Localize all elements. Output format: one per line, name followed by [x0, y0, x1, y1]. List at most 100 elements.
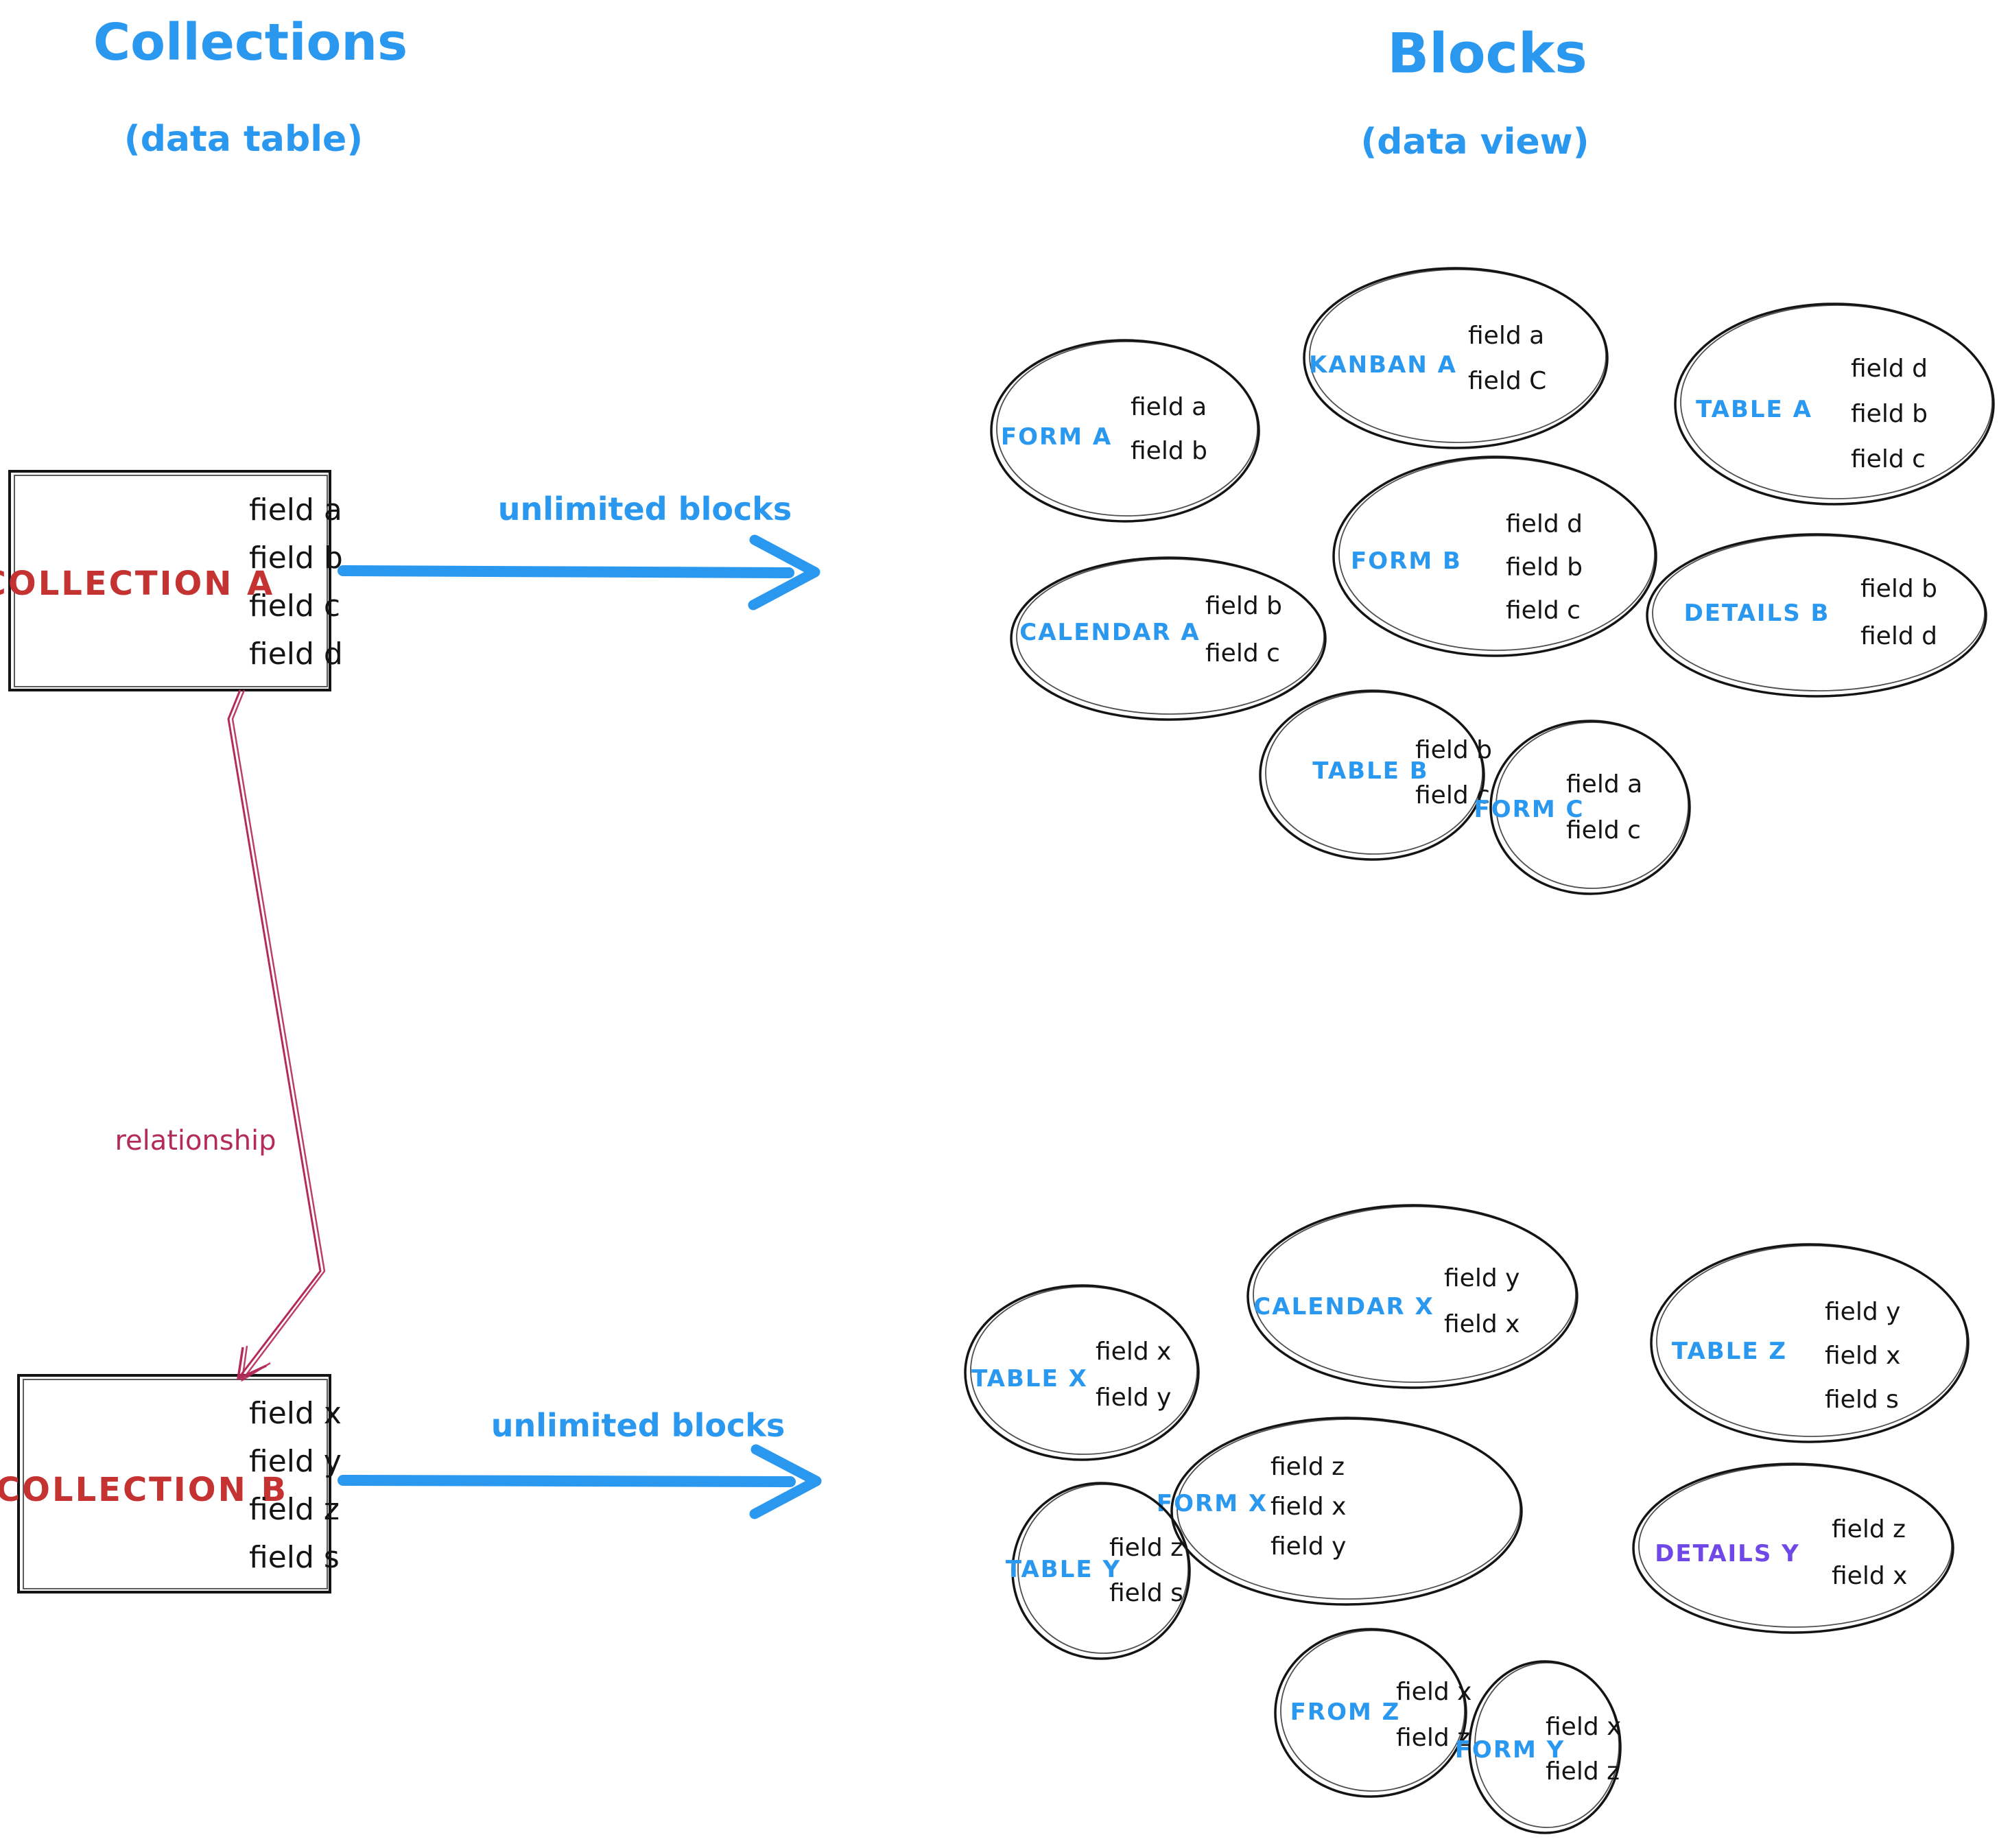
block-form-a[interactable]: FORM A field a field b	[988, 337, 1262, 525]
block-field: field s	[1109, 1579, 1183, 1607]
block-label: FORM X	[1156, 1490, 1268, 1517]
ellipse-outline	[1646, 533, 1987, 698]
block-label: FORM Y	[1454, 1736, 1565, 1764]
collection-b-name: COLLECTION B	[0, 1471, 289, 1509]
left-column-subtitle: (data table)	[123, 119, 364, 160]
block-field: field s	[1825, 1386, 1899, 1414]
left-column-title: Collections	[93, 13, 408, 72]
block-table-x[interactable]: TABLE X field x field y	[962, 1282, 1202, 1463]
block-fields: field d field b field c	[1506, 503, 1583, 632]
arrow-head	[748, 534, 820, 611]
block-field: field x	[1832, 1562, 1908, 1590]
block-label: FROM Z	[1290, 1698, 1401, 1726]
block-calendar-a[interactable]: CALENDAR A field b field c	[1008, 554, 1329, 723]
collection-field: field y	[249, 1444, 342, 1479]
ellipse-outline	[1674, 303, 1995, 506]
block-field: field y	[1270, 1532, 1347, 1561]
block-table-a[interactable]: TABLE A field d field b field c	[1672, 300, 1997, 508]
block-field: field x	[1444, 1310, 1520, 1338]
block-kanban-a[interactable]: KANBAN A field a field C	[1301, 265, 1611, 451]
rect-outline	[8, 470, 331, 691]
block-details-b[interactable]: DETAILS B field b field d	[1644, 531, 1989, 700]
block-fields: field a field c	[1566, 761, 1642, 853]
ellipse-outline	[1011, 1482, 1191, 1660]
block-fields: field b field c	[1415, 728, 1492, 818]
block-label: FORM C	[1474, 796, 1585, 823]
block-table-z[interactable]: TABLE Z field y field x field s	[1648, 1241, 1972, 1445]
block-field: field b	[1131, 437, 1207, 465]
ellipse-outline	[990, 339, 1260, 523]
collection-a-fields: field a field b field c field d	[249, 486, 343, 678]
unlimited-blocks-label-a: unlimited blocks	[497, 490, 792, 528]
collection-a-name: COLLECTION A	[0, 565, 275, 603]
block-fields: field a field C	[1468, 313, 1546, 404]
collection-field: field c	[249, 589, 341, 624]
block-table-y[interactable]: TABLE Y field z field s	[1006, 1480, 1193, 1662]
block-table-b[interactable]: TABLE B field b field c	[1257, 687, 1492, 863]
ellipse-outline	[1274, 1628, 1467, 1798]
block-field: field z	[1109, 1534, 1184, 1562]
block-field: field b	[1506, 553, 1583, 582]
block-fields: field d field b field c	[1851, 346, 1928, 482]
collection-b-box[interactable]	[17, 1374, 331, 1594]
collection-field: field b	[249, 541, 343, 576]
block-form-y[interactable]: FORM Y field x field z	[1455, 1658, 1624, 1836]
block-label: FORM B	[1351, 547, 1462, 575]
block-field: field a	[1468, 322, 1545, 350]
block-form-x[interactable]: FORM X field z field x field y	[1157, 1414, 1525, 1608]
block-field: field z	[1546, 1757, 1620, 1786]
block-field: field y	[1096, 1384, 1172, 1412]
arrow-shaft	[227, 689, 322, 1379]
block-fields: field x field z	[1396, 1669, 1471, 1761]
block-label: KANBAN A	[1309, 351, 1457, 379]
block-label: TABLE B	[1312, 757, 1429, 785]
block-field: field z	[1832, 1515, 1906, 1543]
block-form-c[interactable]: FORM C field a field c	[1474, 718, 1693, 897]
block-field: field d	[1860, 622, 1937, 650]
relationship-label: relationship	[115, 1125, 276, 1157]
arrow-shaft	[338, 565, 794, 578]
unlimited-blocks-arrow-a[interactable]	[338, 534, 820, 611]
unlimited-blocks-arrow-b[interactable]	[338, 1444, 822, 1519]
ellipse-outline	[1332, 455, 1657, 657]
block-fields: field x field z	[1546, 1705, 1621, 1794]
ellipse-outline	[1303, 267, 1609, 449]
collection-b-fields: field x field y field z field s	[249, 1390, 342, 1582]
block-field: field y	[1825, 1298, 1901, 1326]
block-details-y[interactable]: DETAILS Y field z field x	[1630, 1460, 1956, 1636]
block-label: TABLE Z	[1671, 1338, 1788, 1365]
collection-field: field x	[249, 1396, 342, 1431]
rect-outline-sketch	[14, 475, 328, 687]
arrow-shaft-sketch	[231, 689, 326, 1381]
block-field: field a	[1131, 393, 1207, 421]
block-label: FORM A	[1000, 423, 1113, 451]
ellipse-outline	[1246, 1204, 1579, 1389]
block-field: field c	[1506, 596, 1581, 625]
ellipse-outline	[1489, 720, 1691, 895]
block-label: TABLE X	[971, 1365, 1088, 1393]
block-from-z[interactable]: FROM Z field x field z	[1272, 1626, 1471, 1800]
block-field: field x	[1396, 1678, 1472, 1706]
ellipse-outline	[1632, 1462, 1954, 1634]
block-field: field x	[1825, 1342, 1901, 1370]
ellipse-outline	[1259, 689, 1485, 861]
block-field: field d	[1851, 355, 1928, 383]
ellipse-outline	[1010, 556, 1327, 721]
block-label: DETAILS B	[1683, 600, 1830, 627]
block-field: field c	[1415, 781, 1490, 809]
arrow-head	[237, 1347, 267, 1380]
ellipse-outline	[1468, 1660, 1622, 1834]
block-field: field z	[1396, 1724, 1471, 1752]
block-field: field b	[1851, 400, 1928, 428]
block-field: field x	[1096, 1338, 1172, 1366]
block-calendar-x[interactable]: CALENDAR X field y field x	[1244, 1202, 1581, 1391]
block-field: field C	[1468, 367, 1547, 395]
block-fields: field y field x	[1444, 1255, 1520, 1347]
collection-a-box[interactable]	[8, 470, 331, 691]
collection-field: field d	[249, 637, 343, 672]
block-fields: field x field y	[1096, 1329, 1171, 1421]
block-form-b[interactable]: FORM B field d field b field c	[1330, 453, 1659, 659]
relationship-arrow[interactable]	[227, 689, 326, 1382]
block-field: field a	[1566, 770, 1643, 798]
